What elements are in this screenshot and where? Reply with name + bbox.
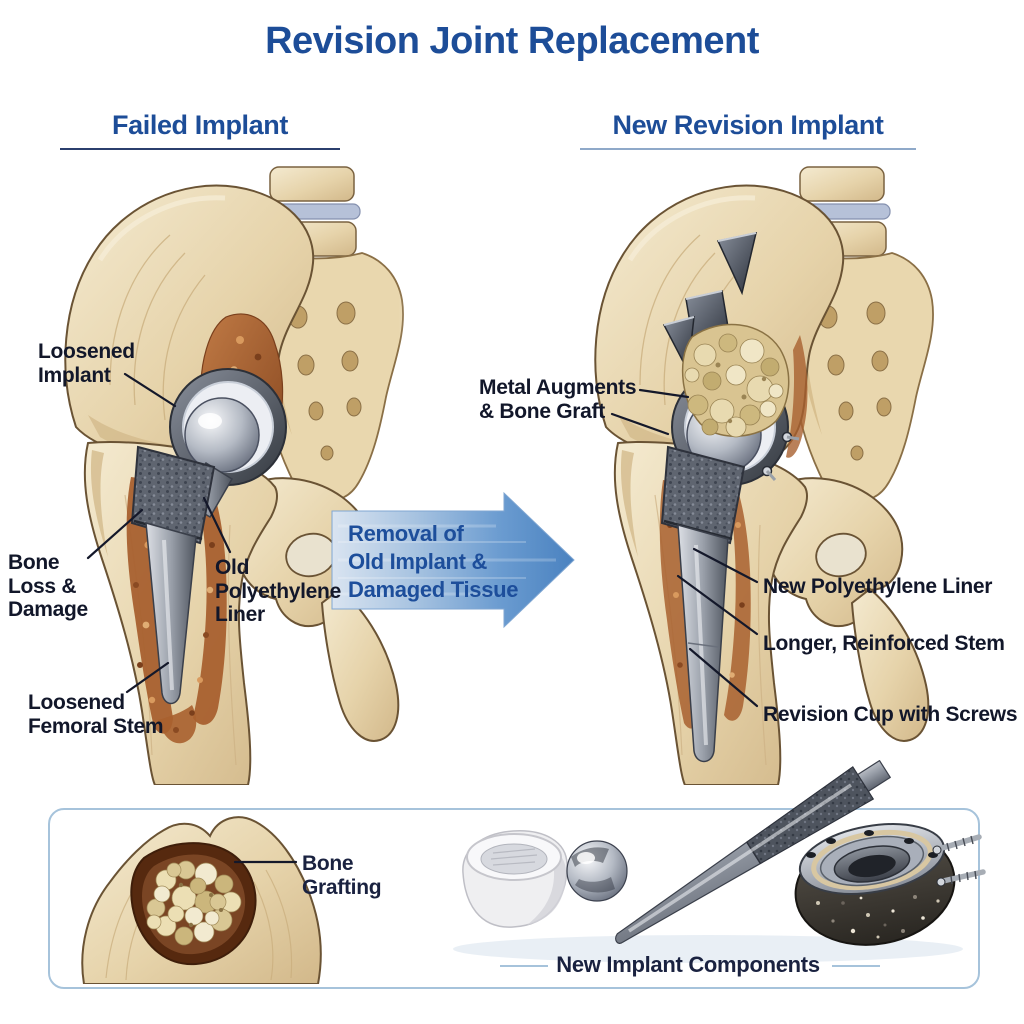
implant-components-illustration (453, 760, 986, 963)
label-new-polyethylene-liner: New Polyethylene Liner (763, 575, 993, 598)
label-loosened-implant: Loosened Implant (38, 340, 135, 387)
label-loosened-femoral-stem: Loosened Femoral Stem (28, 691, 164, 738)
revision-implant-illustration (594, 165, 990, 785)
cup-rim-holes (806, 830, 938, 858)
new-implant-components-panel (48, 808, 980, 989)
graft-granules (146, 860, 242, 946)
label-old-polyethylene-liner: Old Polyethylene Liner (215, 556, 341, 627)
removal-arrow (331, 491, 575, 629)
sacrum (786, 249, 934, 501)
failed-implant-heading: Failed Implant (60, 110, 340, 150)
cup-screws (932, 834, 986, 887)
label-bone-loss-damage: Bone Loss & Damage (8, 551, 88, 622)
revision-cup-component (794, 823, 986, 946)
femoral-head-ball-component (566, 840, 628, 902)
components-shadow (453, 935, 963, 963)
label-bone-grafting: Bone Grafting (302, 852, 382, 899)
label-metal-augments-bone-graft: Metal Augments & Bone Graft (479, 376, 637, 423)
page-title: Revision Joint Replacement (265, 20, 759, 62)
polyethylene-liner-component (462, 830, 568, 928)
new-revision-implant-heading: New Revision Implant (580, 110, 916, 150)
bone-graft-mass (681, 323, 790, 438)
label-longer-reinforced-stem: Longer, Reinforced Stem (763, 632, 1005, 655)
components-caption: New Implant Components (556, 952, 820, 977)
femoral-stem-component (615, 760, 891, 944)
label-revision-cup-with-screws: Revision Cup with Screws (763, 703, 1018, 726)
removal-arrow-label: Removal of Old Implant & Damaged Tissue (348, 521, 519, 603)
failed-implant-components (130, 368, 287, 705)
bone-grafting-illustration (81, 816, 322, 984)
